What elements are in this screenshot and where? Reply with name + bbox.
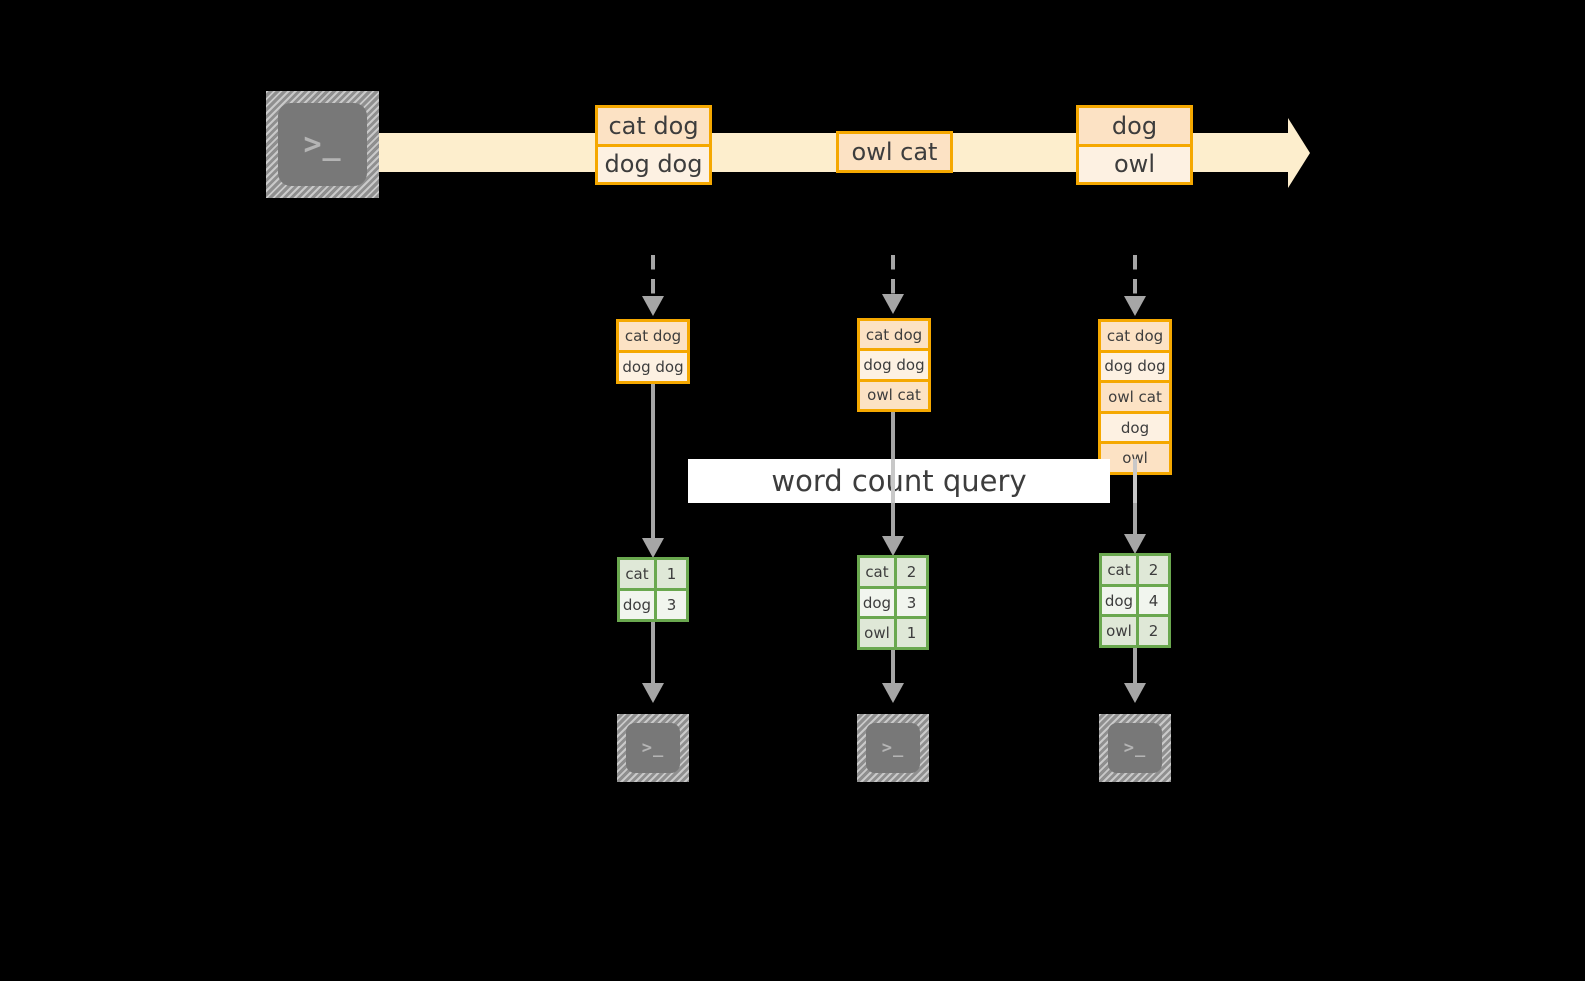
result-word: cat [1102, 556, 1139, 584]
snapshot-2-sink-terminal-icon: >_ [857, 714, 929, 782]
stream-record-line: dog dog [598, 143, 709, 182]
snapshot-1-result-table: cat 1 dog 3 [617, 557, 689, 622]
result-word: cat [860, 558, 897, 586]
result-word: owl [1102, 617, 1139, 646]
snapshot-3-output-line [1133, 648, 1137, 687]
source-terminal-icon: >_ [266, 91, 379, 198]
snapshot-3-input-line: dog [1101, 410, 1169, 442]
snapshot-3-output-arrowhead [1124, 683, 1146, 703]
sink-terminal-prompt-glyph: >_ [1123, 738, 1147, 758]
stream-record-line: owl [1079, 143, 1190, 182]
snapshot-3-input-line: cat dog [1101, 322, 1169, 350]
event-stream-arrowhead [1288, 118, 1313, 188]
result-word: dog [620, 591, 657, 619]
sink-terminal-body [1108, 723, 1162, 773]
snapshot-2-input-line: dog dog [860, 348, 928, 379]
snapshot-3-input-table: cat dog dog dog owl cat dog owl [1098, 319, 1172, 475]
result-row: dog 3 [860, 585, 926, 617]
result-row: owl 2 [1102, 614, 1168, 646]
stream-record-2: owl cat [836, 131, 953, 173]
snapshot-3-query-arrowhead [1124, 534, 1146, 554]
snapshot-3-input-line: dog dog [1101, 349, 1169, 381]
sink-terminal-body [626, 723, 680, 773]
snapshot-1-input-line: dog dog [619, 350, 687, 381]
snapshot-1-output-line [651, 622, 655, 687]
result-row: owl 1 [860, 616, 926, 648]
snapshot-3-stream-tap-arrowhead [1124, 296, 1146, 316]
snapshot-1-input-table: cat dog dog dog [616, 319, 690, 384]
sink-terminal-prompt-glyph: >_ [641, 738, 665, 758]
snapshot-3-stream-tap-line [1133, 255, 1137, 298]
snapshot-2-input-line: owl cat [860, 378, 928, 409]
result-row: dog 3 [620, 588, 686, 619]
snapshot-2-stream-tap-arrowhead [882, 294, 904, 314]
result-word: cat [620, 560, 657, 588]
snapshot-1-stream-tap-arrowhead [642, 296, 664, 316]
result-count: 2 [1138, 617, 1168, 646]
query-banner: word count query [688, 459, 1110, 503]
source-terminal-body [278, 103, 367, 186]
stream-record-line: cat dog [598, 108, 709, 144]
snapshot-3-sink-terminal-icon: >_ [1099, 714, 1171, 782]
result-row: dog 4 [1102, 583, 1168, 615]
source-terminal-prompt-glyph: >_ [303, 127, 342, 162]
result-count: 1 [896, 619, 926, 648]
result-count: 2 [1138, 556, 1168, 584]
snapshot-2-output-arrowhead [882, 683, 904, 703]
stream-record-3: dog owl [1076, 105, 1193, 185]
snapshot-2-result-table: cat 2 dog 3 owl 1 [857, 555, 929, 650]
query-banner-label: word count query [771, 464, 1027, 498]
snapshot-2-query-arrowhead [882, 536, 904, 556]
stream-record-line: owl cat [839, 134, 950, 170]
result-count: 4 [1138, 586, 1168, 615]
snapshot-1-output-arrowhead [642, 683, 664, 703]
snapshot-2-input-line: cat dog [860, 321, 928, 349]
snapshot-2-query-line-overlay [891, 459, 895, 503]
result-word: dog [860, 588, 897, 617]
result-count: 3 [896, 588, 926, 617]
snapshot-1-input-line: cat dog [619, 322, 687, 350]
result-row: cat 2 [860, 558, 926, 586]
snapshot-1-sink-terminal-icon: >_ [617, 714, 689, 782]
snapshot-3-result-table: cat 2 dog 4 owl 2 [1099, 553, 1171, 648]
result-word: owl [860, 619, 897, 648]
result-count: 3 [656, 591, 686, 619]
snapshot-3-query-line-overlay [1133, 459, 1137, 503]
snapshot-3-query-line [1133, 475, 1137, 550]
snapshot-2-input-table: cat dog dog dog owl cat [857, 318, 931, 412]
snapshot-3-input-line: owl cat [1101, 380, 1169, 411]
stream-record-line: dog [1079, 108, 1190, 144]
result-count: 1 [656, 560, 686, 588]
snapshot-1-stream-tap-line [651, 255, 655, 298]
snapshot-1-query-arrowhead [642, 538, 664, 558]
result-row: cat 2 [1102, 556, 1168, 584]
result-word: dog [1102, 586, 1139, 615]
sink-terminal-body [866, 723, 920, 773]
stream-record-1: cat dog dog dog [595, 105, 712, 185]
result-count: 2 [896, 558, 926, 586]
sink-terminal-prompt-glyph: >_ [881, 738, 905, 758]
result-row: cat 1 [620, 560, 686, 588]
snapshot-2-stream-tap-line [891, 255, 895, 296]
snapshot-3-input-line: owl [1101, 441, 1169, 472]
snapshot-2-output-line [891, 650, 895, 687]
snapshot-1-query-line [651, 384, 655, 552]
